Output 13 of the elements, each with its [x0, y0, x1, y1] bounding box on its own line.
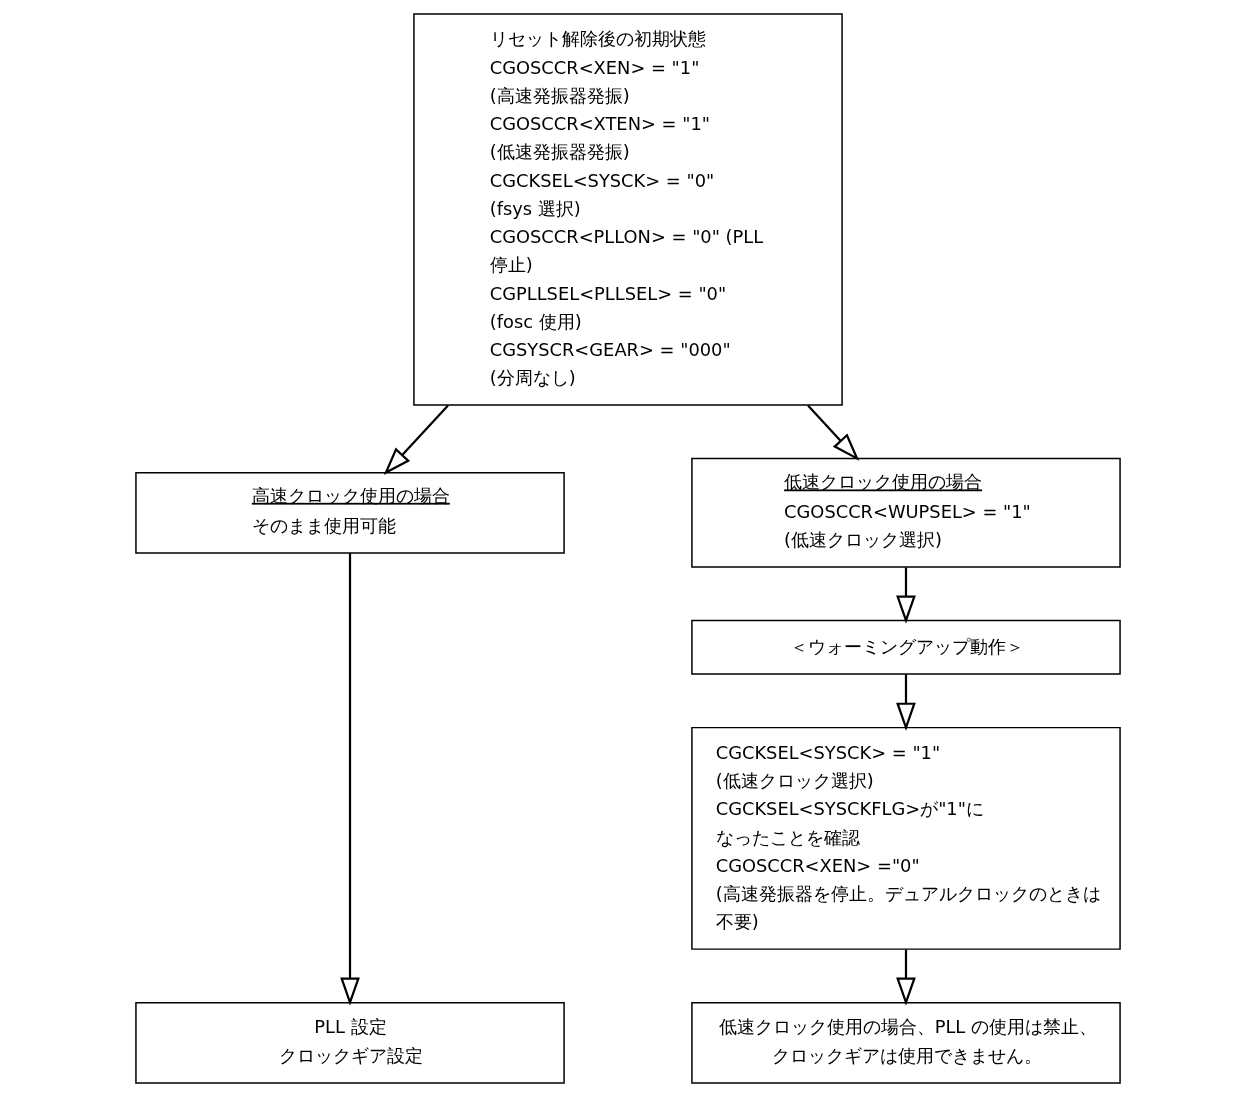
arrow	[383, 404, 449, 475]
node-box: 高速クロック使用の場合 そのまま使用可能	[135, 471, 565, 554]
node-box: PLL 設定 クロックギア設定	[135, 1001, 565, 1084]
node-box: 低速クロック使用の場合、PLL の使用は禁止、クロックギアは使用できません。	[691, 1001, 1121, 1084]
node-box: 低速クロック使用の場合 CGOSCCR<WUPSEL> = "1" (低速クロック選択)	[691, 457, 1121, 568]
arrow	[896, 567, 916, 624]
node-box: CGCKSEL<SYSCK> = "1" (低速クロック選択) CGCKSEL<SYSCKFLG>が"1"になったことを確認 CGOSCCR<XEN> ="0" (高速発振器を停止。デュアルクロックのときは不要)	[691, 726, 1121, 950]
node-box: ＜ウォーミングアップ動作＞	[691, 619, 1121, 675]
arrow	[896, 949, 916, 1006]
arrow	[807, 404, 860, 461]
node-box: リセット解除後の初期状態 CGOSCCR<XEN> = "1" (高速発振器発振) CGOSCCR<XTEN> = "1" (低速発振器発振) CGCKSEL<SYSCK> = "0" (fsys 選択) CGOSCCR<PLLON> = "0" (PLL 停止) CGPLLSEL<PLLSEL> = "0" (fosc 使用) CGSYSCR<GEAR> = "000" (分周なし)	[413, 13, 843, 406]
arrow	[340, 553, 360, 1006]
arrow	[896, 674, 916, 731]
